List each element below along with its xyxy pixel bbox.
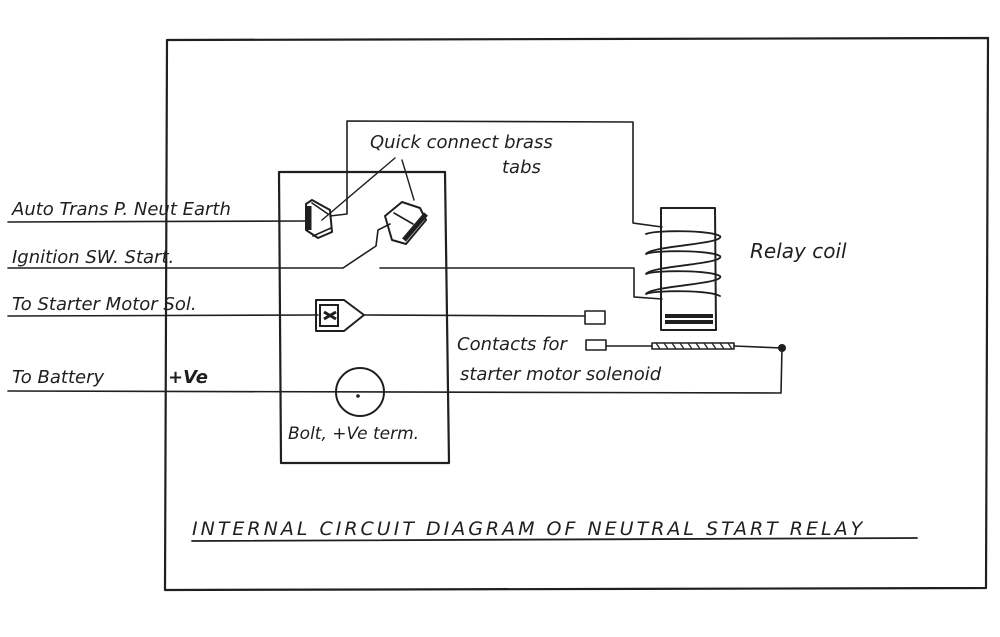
starter-terminal-screw (315, 299, 365, 332)
battery-polarity-label: +Ve (168, 367, 208, 388)
brass-tab-ignition (384, 201, 428, 245)
contacts-label-line2: starter motor solenoid (460, 364, 662, 385)
bolt-label: Bolt, +Ve term. (288, 424, 419, 444)
starter-contact-fixed (584, 310, 606, 325)
diagram-title: INTERNAL CIRCUIT DIAGRAM OF NEUTRAL STAR… (192, 518, 865, 540)
relay-armature (651, 342, 735, 350)
contact-wire (605, 345, 783, 349)
battery-label: To Battery (12, 367, 104, 388)
armature-hatching (655, 342, 733, 350)
bolt-center (356, 394, 360, 398)
ignition-label: Ignition SW. Start. (12, 247, 174, 268)
contacts-label-line1: Contacts for (457, 334, 568, 355)
starter-contact-moving (585, 339, 607, 351)
relay-coil-label: Relay coil (750, 239, 847, 263)
terminal-block (277, 170, 451, 465)
coil-feed-wire (329, 120, 663, 228)
auto-trans-wire (7, 220, 306, 223)
ignition-coil-wire (379, 267, 663, 300)
relay-coil (645, 207, 721, 331)
auto-trans-label: Auto Trans P. Neut Earth (11, 199, 231, 220)
title-underline (191, 537, 918, 542)
starter-motor-wire (7, 314, 319, 317)
brass-tab-earth (305, 199, 333, 239)
bolt-terminal (335, 367, 385, 417)
battery-wire (7, 347, 783, 394)
ignition-wire (7, 223, 391, 269)
tabs-label-line1: Quick connect brass (370, 132, 553, 153)
diagram-frame (163, 36, 990, 592)
tabs-leader-lines (321, 157, 415, 221)
starter-motor-label: To Starter Motor Sol. (12, 294, 197, 315)
starter-internal-wire (363, 314, 586, 317)
tabs-label-line2: tabs (502, 157, 541, 178)
